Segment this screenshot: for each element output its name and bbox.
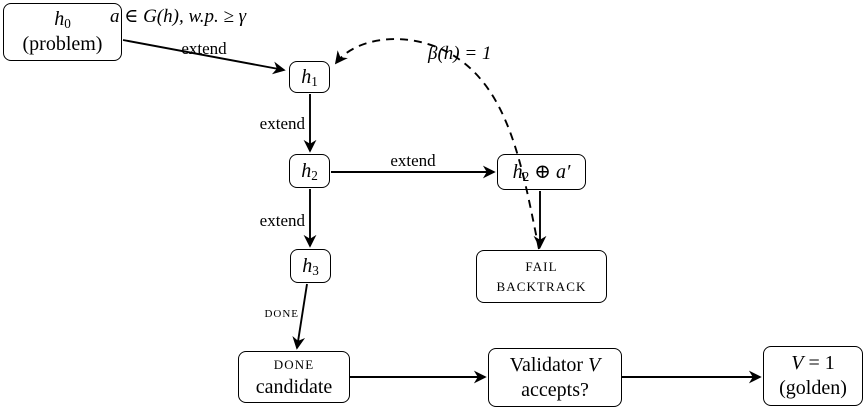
- validator-line2: accepts?: [521, 378, 589, 401]
- node-h3: h3: [290, 249, 331, 283]
- backtrack-line: BACKTRACK: [496, 278, 587, 294]
- golden-line2: (golden): [779, 377, 847, 399]
- fail-line: FAIL: [525, 258, 558, 274]
- node-h1: h1: [289, 61, 330, 93]
- node-h2: h2: [289, 154, 330, 188]
- label-backtrack-condition: β(h) = 1: [428, 43, 492, 64]
- done-line: DONE: [273, 356, 315, 372]
- validator-line1: Validator V: [509, 353, 601, 376]
- candidate-line: candidate: [255, 375, 333, 398]
- node-h0-problem: h0 (problem): [3, 3, 122, 61]
- label-extend-h0-h1: extend: [181, 39, 227, 58]
- node-golden: V = 1 (golden): [763, 346, 863, 406]
- node-h2-extended-label: h2 ⊕ a′: [512, 160, 571, 184]
- label-extend-h2-h2a: extend: [390, 151, 436, 170]
- node-h2-extended: h2 ⊕ a′: [497, 154, 586, 190]
- node-validator: Validator V accepts?: [488, 348, 622, 407]
- label-extend-h2-h3: extend: [259, 211, 305, 230]
- label-generator-annotation: a ∈ G(h), w.p. ≥ γ: [110, 6, 247, 27]
- label-extend-h1-h2: extend: [259, 114, 305, 133]
- node-h0-subtitle: (problem): [22, 33, 103, 55]
- edge-backtrack-dashed: [334, 38, 540, 250]
- label-done-edge: DONE: [264, 308, 299, 320]
- node-h2-label: h2: [301, 159, 318, 183]
- node-h0-label: h0: [54, 8, 71, 31]
- node-h3-label: h3: [302, 254, 319, 278]
- node-done-candidate: DONE candidate: [238, 351, 350, 403]
- golden-line1: V = 1: [791, 352, 835, 374]
- node-h1-label: h1: [301, 65, 318, 89]
- node-fail-backtrack: FAIL BACKTRACK: [476, 250, 607, 303]
